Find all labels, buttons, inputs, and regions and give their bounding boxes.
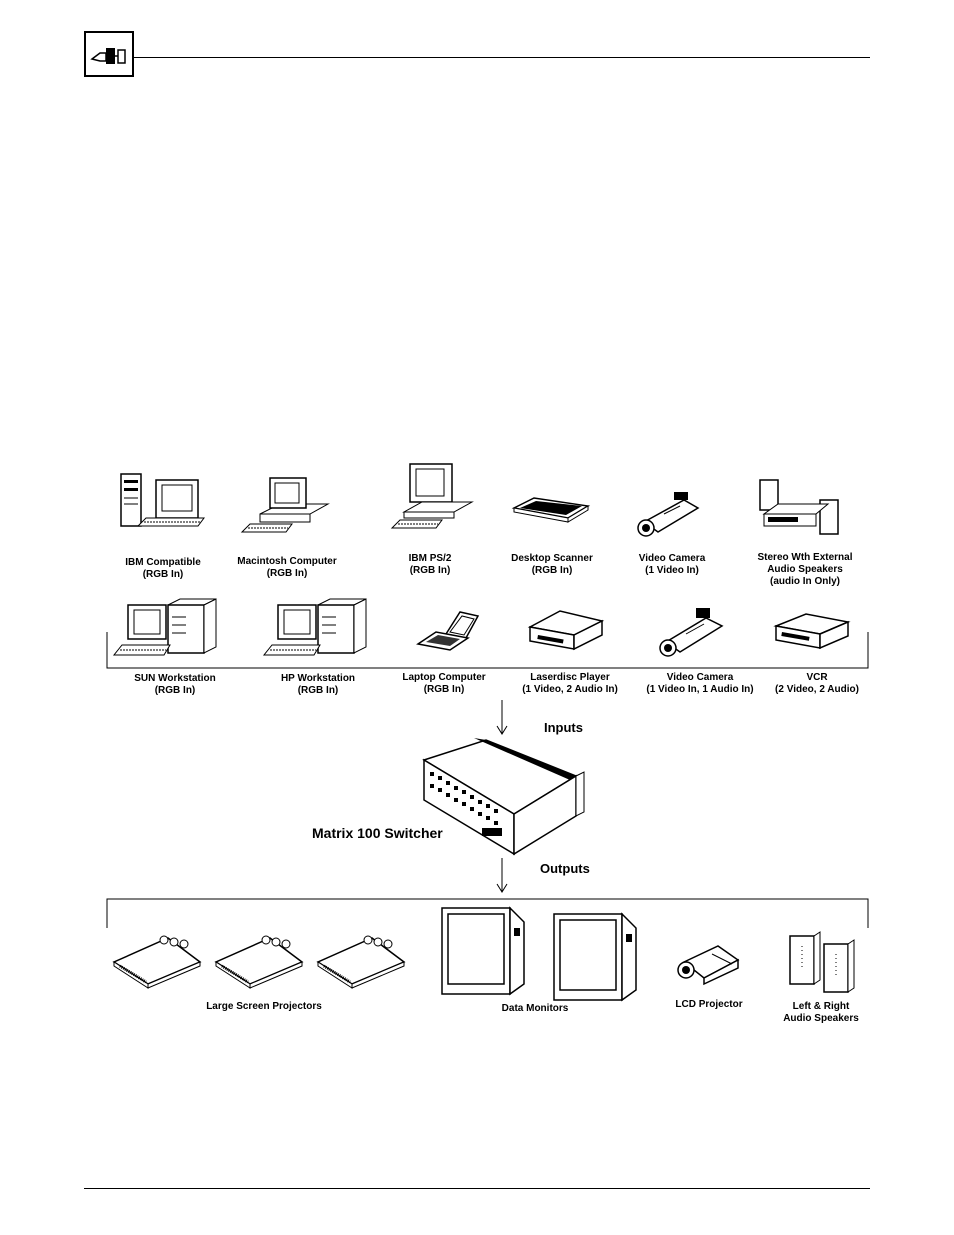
input-label-macintosh: Macintosh Computer(RGB In) — [237, 556, 337, 579]
input-label-vcr: VCR(2 Video, 2 Audio) — [775, 672, 859, 695]
input-label-desktop-scanner: Desktop Scanner(RGB In) — [511, 553, 593, 576]
audio-speakers-icon — [789, 931, 855, 993]
data-monitor-icon-2 — [553, 912, 637, 1002]
connector-pictogram-icon — [90, 48, 126, 64]
input-label-hp-workstation: HP Workstation(RGB In) — [280, 673, 356, 696]
input-label-sun-workstation: SUN Workstation(RGB In) — [134, 673, 216, 696]
desktop-scanner-icon — [511, 497, 591, 523]
inputs-bracket — [106, 632, 869, 669]
hp-workstation-icon — [262, 598, 367, 656]
large-screen-projector-icon — [112, 935, 202, 989]
ibm-compatible-icon — [120, 473, 205, 527]
outputs-label: Outputs — [540, 861, 590, 876]
switcher-label: Matrix 100 Switcher — [312, 825, 443, 841]
outputs-arrow — [496, 858, 508, 893]
laptop-computer-icon — [416, 611, 480, 651]
output-label-data-monitors: Data Monitors — [501, 1003, 569, 1014]
video-camera-audio-icon — [659, 608, 724, 657]
video-camera-icon — [637, 492, 700, 537]
vcr-icon — [773, 613, 851, 650]
input-label-laserdisc: Laserdisc Player(1 Video, 2 Audio In) — [522, 672, 618, 695]
input-label-laptop: Laptop Computer(RGB In) — [402, 672, 486, 695]
data-monitor-icon — [441, 906, 525, 996]
stereo-system-icon — [759, 479, 839, 535]
input-label-ibm-compatible: IBM Compatible(RGB In) — [125, 557, 201, 580]
header-rule — [134, 57, 870, 58]
outputs-bracket — [106, 898, 869, 928]
output-label-lcd-projector: LCD Projector — [675, 999, 743, 1010]
output-label-projectors: Large Screen Projectors — [206, 1001, 322, 1012]
header-logo-icon — [84, 31, 134, 77]
large-screen-projector-icon-2 — [214, 935, 304, 989]
laserdisc-player-icon — [527, 610, 605, 651]
sun-workstation-icon — [112, 598, 217, 656]
matrix-switcher-icon — [422, 738, 585, 856]
footer-rule — [84, 1188, 870, 1189]
input-label-video-camera-2: Video Camera(1 Video In, 1 Audio In) — [646, 672, 754, 695]
macintosh-computer-icon — [240, 477, 330, 533]
input-label-ibm-ps2: IBM PS/2(RGB In) — [408, 553, 452, 576]
large-screen-projector-icon-3 — [316, 935, 406, 989]
ibm-ps2-icon — [390, 463, 474, 529]
lcd-projector-icon — [677, 945, 740, 986]
inputs-arrow — [496, 700, 508, 735]
input-label-video-camera-1: Video Camera(1 Video In) — [638, 553, 706, 576]
inputs-label: Inputs — [544, 720, 583, 735]
